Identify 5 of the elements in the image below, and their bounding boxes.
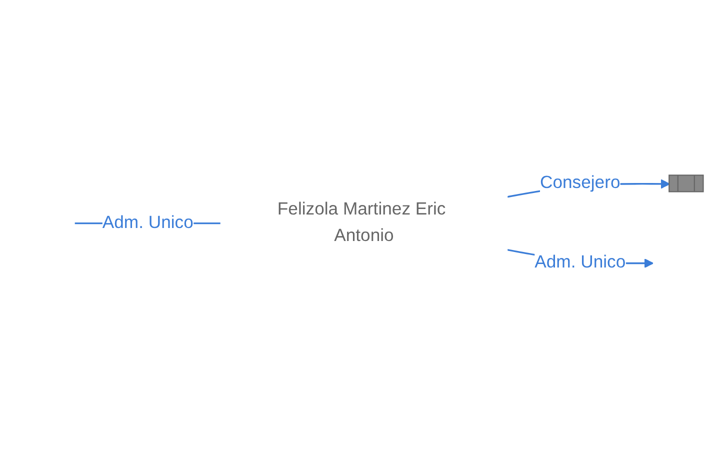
edge-label: Adm. Unico: [534, 253, 626, 272]
node-building: [668, 174, 704, 192]
edge-label: Adm. Unico: [102, 213, 194, 232]
edge-label: Consejero: [540, 174, 620, 192]
node-text: Felizola Martinez Eric Antonio: [277, 200, 446, 246]
